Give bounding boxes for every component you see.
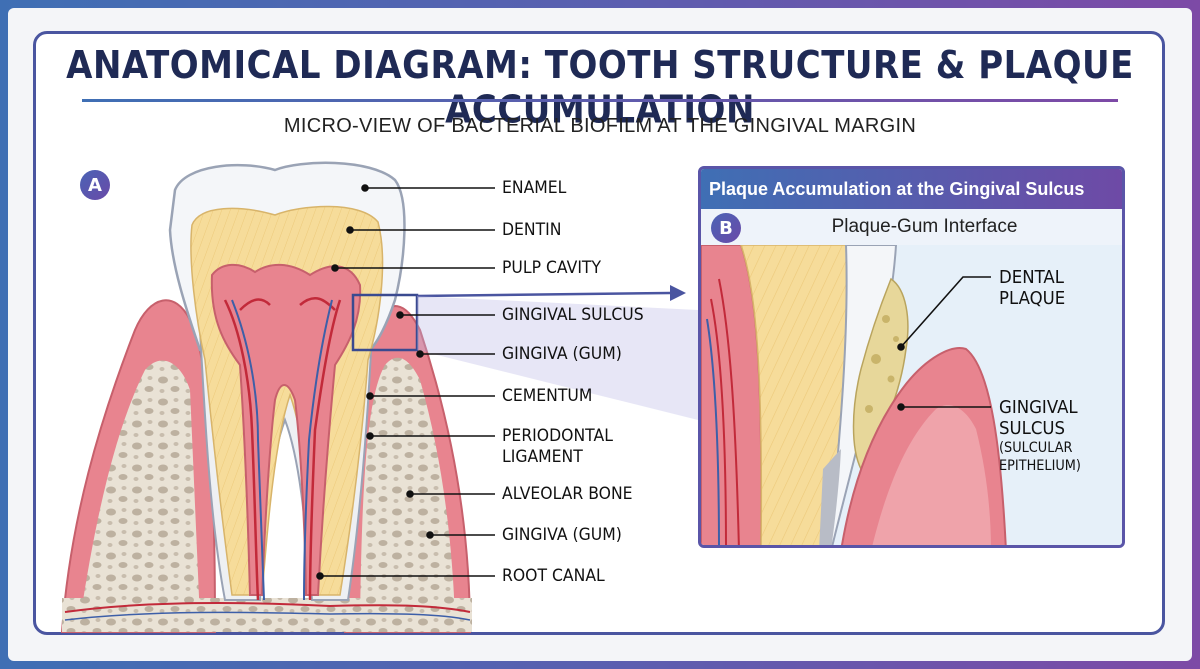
panel-b-badge: B xyxy=(711,213,741,243)
label-gingiva-1: GINGIVA (GUM) xyxy=(502,344,622,364)
blood-vessel-blue xyxy=(231,299,333,601)
blood-vessel-red xyxy=(223,296,342,601)
page-subtitle: MICRO-VIEW OF BACTERIAL BIOFILM AT THE G… xyxy=(283,115,917,137)
label-dentin: DENTIN xyxy=(502,220,562,240)
label-pulp-cavity: PULP CAVITY xyxy=(502,258,602,278)
inset-panel-b: Plaque Accumulation at the Gingival Sulc… xyxy=(698,166,1125,548)
label-sulcular-epithelium: (SULCULAR EPITHELIUM) xyxy=(999,440,1081,474)
label-root-canal: ROOT CANAL xyxy=(502,566,605,586)
label-cementum: CEMENTUM xyxy=(502,386,593,406)
panel-a-badge: A xyxy=(80,170,110,200)
label-periodontal-ligament: PERIODONTAL LIGAMENT xyxy=(502,426,613,467)
label-enamel: ENAMEL xyxy=(502,178,567,198)
plaque-interface-illustration xyxy=(701,244,1122,545)
pulp-cavity xyxy=(210,263,362,596)
label-alveolar-bone: ALVEOLAR BONE xyxy=(502,484,633,504)
label-gingival-sulcus: GINGIVAL SULCUS xyxy=(502,305,644,325)
inset-header: Plaque Accumulation at the Gingival Sulc… xyxy=(701,169,1122,209)
title-underline xyxy=(82,99,1118,102)
alveolar-bone-left xyxy=(80,360,200,620)
alveolar-bone-right xyxy=(360,357,455,620)
page-title: ANATOMICAL DIAGRAM: TOOTH STRUCTURE & PL… xyxy=(66,43,1134,133)
inset-subheader: Plaque-Gum Interface xyxy=(701,209,1122,245)
label-gingiva-2: GINGIVA (GUM) xyxy=(502,525,622,545)
zoom-funnel xyxy=(417,296,698,420)
label-dental-plaque: DENTAL PLAQUE xyxy=(999,267,1066,309)
vessel-floor xyxy=(64,601,471,613)
label-inset-gingival-sulcus: GINGIVAL SULCUS xyxy=(999,397,1078,439)
zoom-arrow xyxy=(416,291,671,298)
zoom-region-box xyxy=(351,293,419,352)
